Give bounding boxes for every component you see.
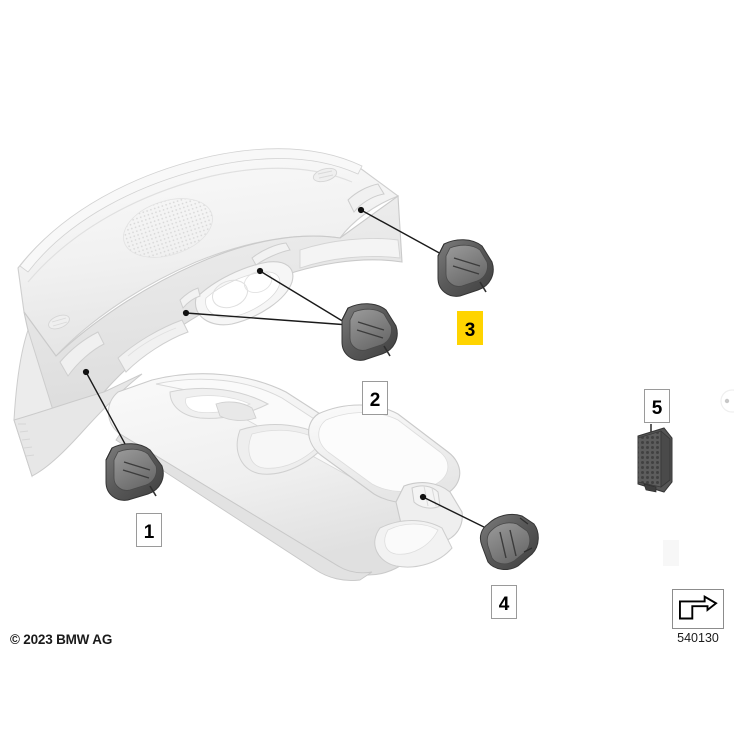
part-3-usb-socket-passenger-side-dash <box>437 239 494 297</box>
leader-dots-group <box>82 206 427 501</box>
leader-lines-group <box>85 209 491 531</box>
part-4-retaining-clips <box>519 517 533 553</box>
dash-windscreen-lip <box>19 148 363 273</box>
dash-center-vent-slot <box>251 242 291 266</box>
callout-box-4[interactable]: 4 <box>491 585 517 619</box>
console-control-block <box>215 401 257 421</box>
part-3-face <box>445 244 488 287</box>
part-1-edge <box>105 447 113 461</box>
leader-line-2b <box>259 270 350 326</box>
copyright-notice: © 2023 BMW AG <box>10 632 113 647</box>
part-5-mounting-tab <box>643 483 657 493</box>
part-3-edge <box>437 243 445 257</box>
center-stack-detail <box>127 327 177 357</box>
part-1-usb-port-slots <box>122 461 151 479</box>
diagram-id-plate: 540130 <box>672 589 724 645</box>
callout-box-3[interactable]: 3 <box>457 311 483 345</box>
part-4-usb-socket-rear-center-console <box>479 513 539 570</box>
part-1-connector-tab <box>149 485 157 497</box>
part-5-grille-face <box>637 430 662 488</box>
part-4-usb-port-slots <box>499 529 517 559</box>
cupholder-recess-inner <box>248 429 323 469</box>
instrument-panel-assembly <box>13 148 403 478</box>
center-stack-opening <box>117 319 189 373</box>
dash-driver-socket-slot <box>59 331 105 377</box>
leader-line-2a <box>185 312 350 326</box>
speaker-grille-outline <box>123 198 213 258</box>
dash-passenger-trim <box>299 238 401 269</box>
part-3-connector-tab <box>479 281 487 293</box>
defrost-vent-right-slats <box>317 170 334 179</box>
part-3-usb-port-slots <box>452 257 481 275</box>
console-lower-shade <box>115 433 373 581</box>
part-2-connector-tab <box>383 345 391 357</box>
edge-artifact-mark <box>720 389 734 413</box>
part-5-side-edge <box>660 430 671 488</box>
dash-cowl-crease <box>27 167 353 283</box>
part-2-usb-port-slots <box>356 321 385 339</box>
leader-line-1 <box>85 371 132 456</box>
part-4-face <box>486 522 531 565</box>
callout-box-2[interactable]: 2 <box>362 381 388 415</box>
defrost-vent-left-slats <box>51 317 68 327</box>
leader-dot-1 <box>82 368 90 376</box>
leader-dot-2b <box>256 267 264 275</box>
leader-dot-3 <box>357 206 365 214</box>
dash-flank-serrations <box>18 423 35 457</box>
speaker-grille <box>123 198 213 258</box>
part-2-edge <box>341 307 349 321</box>
view-direction-arrow-frame <box>672 589 724 629</box>
cluster-dial-left <box>212 279 248 309</box>
leader-line-3 <box>360 209 444 256</box>
console-rear-tray-inner <box>384 523 439 555</box>
part-5-usb-socket-cover-grille <box>637 424 673 493</box>
leader-dot-2a <box>182 309 190 317</box>
part-1-face <box>113 448 157 491</box>
diagram-id-number: 540130 <box>677 631 719 645</box>
part-1-usb-socket-driver-side-dash <box>105 443 164 501</box>
view-direction-arrow-icon <box>679 594 718 620</box>
edge-artifact-blob <box>663 540 679 566</box>
dash-driver-vent-slot <box>179 287 201 309</box>
callout-box-1[interactable]: 1 <box>136 513 162 547</box>
leader-dot-4 <box>419 493 427 501</box>
part-2-usb-socket-instrument-panel <box>341 303 398 361</box>
dash-passenger-socket-recess <box>347 183 385 213</box>
leader-line-4 <box>422 496 491 531</box>
callout-box-5[interactable]: 5 <box>644 389 670 423</box>
part-2-face <box>349 308 392 351</box>
instrument-cluster-inner <box>205 271 281 318</box>
center-console-assembly <box>107 373 463 581</box>
